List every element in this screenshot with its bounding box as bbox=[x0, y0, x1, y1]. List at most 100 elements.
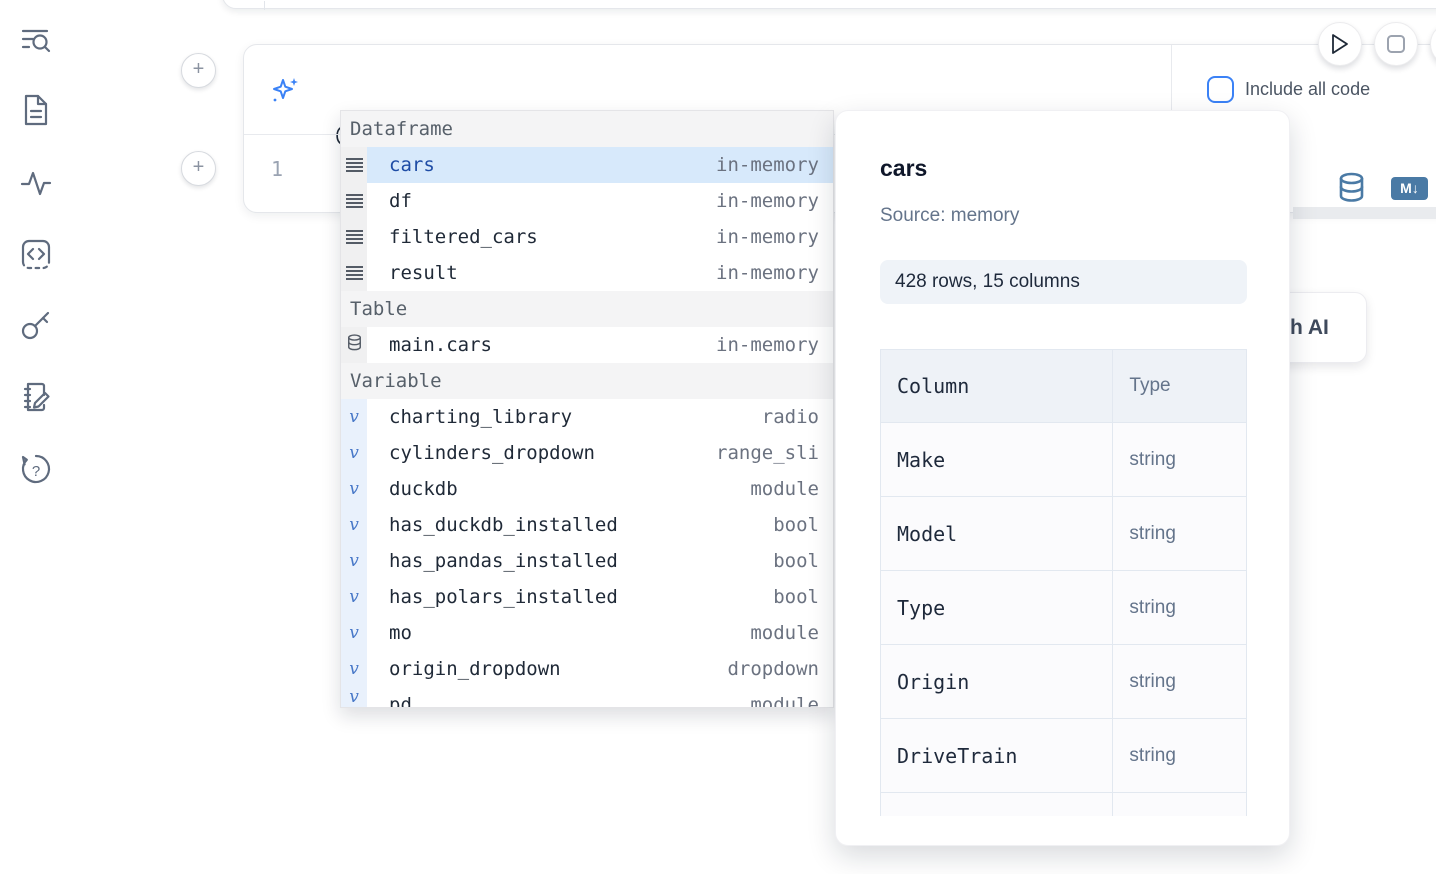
sidebar-item-activity[interactable] bbox=[18, 165, 54, 201]
autocomplete-item-name: origin_dropdown bbox=[389, 658, 561, 680]
schema-header-type: Type bbox=[1112, 349, 1247, 423]
autocomplete-item-name: df bbox=[389, 190, 412, 212]
autocomplete-item-type: in-memory bbox=[716, 154, 819, 176]
database-icon[interactable] bbox=[1338, 172, 1365, 203]
variable-icon: v bbox=[349, 479, 359, 499]
key-icon bbox=[21, 311, 50, 340]
sidebar-item-scratchpad[interactable] bbox=[18, 379, 54, 415]
variable-icon: v bbox=[349, 659, 359, 679]
play-icon bbox=[1332, 34, 1348, 54]
autocomplete-item-filtered_cars[interactable]: filtered_cars in-memory bbox=[341, 219, 833, 255]
markdown-icon[interactable]: M↓ bbox=[1391, 177, 1428, 200]
schema-header-column: Column bbox=[880, 349, 1114, 423]
line-number: 1 bbox=[271, 157, 284, 181]
schema-column-name: Model bbox=[880, 496, 1114, 571]
scratchpad-edit-icon bbox=[23, 382, 50, 412]
dataframe-rows-icon bbox=[345, 266, 363, 280]
run-cell-button[interactable] bbox=[1318, 22, 1362, 66]
autocomplete-item-type: in-memory bbox=[716, 190, 819, 212]
variable-icon: v bbox=[349, 587, 359, 607]
autocomplete-item-cylinders_dropdown[interactable]: v cylinders_dropdown range_sli bbox=[341, 435, 833, 471]
autocomplete-item-type: in-memory bbox=[716, 262, 819, 284]
database-icon bbox=[347, 334, 362, 356]
dataframe-preview-panel: cars Source: memory 428 rows, 15 columns… bbox=[835, 110, 1290, 846]
variable-icon: v bbox=[349, 407, 359, 427]
sidebar-item-snippets[interactable] bbox=[18, 236, 54, 272]
autocomplete-item-type: dropdown bbox=[727, 658, 819, 680]
autocomplete-item-main-cars[interactable]: main.cars in-memory bbox=[341, 327, 833, 363]
autocomplete-item-name: has_polars_installed bbox=[389, 586, 618, 608]
autocomplete-item-result[interactable]: result in-memory bbox=[341, 255, 833, 291]
variable-icon: v bbox=[349, 623, 359, 643]
include-all-code-label: Include all code bbox=[1245, 79, 1371, 99]
autocomplete-item-name: charting_library bbox=[389, 406, 573, 428]
preview-source: Source: memory bbox=[880, 205, 1020, 226]
autocomplete-item-name: duckdb bbox=[389, 478, 458, 500]
sidebar-item-secrets[interactable] bbox=[18, 307, 54, 343]
include-all-code-checkbox[interactable] bbox=[1207, 76, 1234, 103]
autocomplete-item-origin_dropdown[interactable]: v origin_dropdown dropdown bbox=[341, 651, 833, 687]
activity-icon bbox=[20, 171, 52, 196]
variable-icon: v bbox=[349, 443, 359, 463]
variable-icon: v bbox=[349, 515, 359, 535]
divider bbox=[1171, 45, 1172, 134]
schema-column-name: DriveTrain bbox=[880, 718, 1114, 793]
autocomplete-item-name: pd bbox=[389, 694, 412, 708]
schema-column-name: Make bbox=[880, 422, 1114, 497]
autocomplete-item-type: bool bbox=[773, 514, 819, 536]
help-chat-icon: ? bbox=[21, 454, 51, 484]
autocomplete-section-header: Variable bbox=[341, 363, 833, 399]
autocomplete-item-df[interactable]: df in-memory bbox=[341, 183, 833, 219]
stop-icon bbox=[1387, 35, 1405, 53]
schema-column-name: Type bbox=[880, 570, 1114, 645]
schema-row-clipped bbox=[880, 792, 1247, 816]
autocomplete-item-type: radio bbox=[761, 406, 819, 428]
search-list-icon bbox=[21, 29, 51, 53]
stop-cell-button[interactable] bbox=[1374, 22, 1418, 66]
sidebar-item-files[interactable] bbox=[18, 92, 54, 128]
schema-column-type: string bbox=[1112, 718, 1247, 793]
add-cell-button-top[interactable]: + bbox=[181, 53, 216, 88]
generate-with-ai-label: h AI bbox=[1290, 316, 1329, 339]
autocomplete-item-type: in-memory bbox=[716, 226, 819, 248]
autocomplete-item-name: main.cars bbox=[389, 334, 492, 356]
autocomplete-item-has_polars_installed[interactable]: v has_polars_installed bool bbox=[341, 579, 833, 615]
autocomplete-section-header: Dataframe bbox=[341, 111, 833, 147]
autocomplete-item-charting_library[interactable]: v charting_library radio bbox=[341, 399, 833, 435]
autocomplete-item-type: range_sli bbox=[716, 442, 819, 464]
autocomplete-item-name: mo bbox=[389, 622, 412, 644]
code-cell-icon bbox=[21, 239, 51, 270]
document-icon bbox=[24, 94, 48, 126]
autocomplete-item-type: in-memory bbox=[716, 334, 819, 356]
autocomplete-item-name: result bbox=[389, 262, 458, 284]
cell-footer-strip bbox=[1293, 207, 1436, 219]
dataframe-rows-icon bbox=[345, 158, 363, 172]
autocomplete-item-type: module bbox=[750, 694, 819, 708]
preview-title: cars bbox=[880, 155, 928, 181]
schema-column-type: string bbox=[1112, 422, 1247, 497]
autocomplete-item-name: cylinders_dropdown bbox=[389, 442, 595, 464]
add-cell-button-bottom[interactable]: + bbox=[181, 151, 216, 186]
variable-icon: v bbox=[349, 551, 359, 571]
autocomplete-item-type: bool bbox=[773, 586, 819, 608]
autocomplete-item-name: has_pandas_installed bbox=[389, 550, 618, 572]
ai-sparkle-icon bbox=[273, 78, 298, 102]
schema-column-type: string bbox=[1112, 496, 1247, 571]
autocomplete-item-name: filtered_cars bbox=[389, 226, 538, 248]
sidebar-item-search[interactable] bbox=[18, 22, 54, 58]
autocomplete-section-header: Table bbox=[341, 291, 833, 327]
sidebar-item-help[interactable]: ? bbox=[18, 452, 54, 488]
dataframe-rows-icon bbox=[345, 230, 363, 244]
